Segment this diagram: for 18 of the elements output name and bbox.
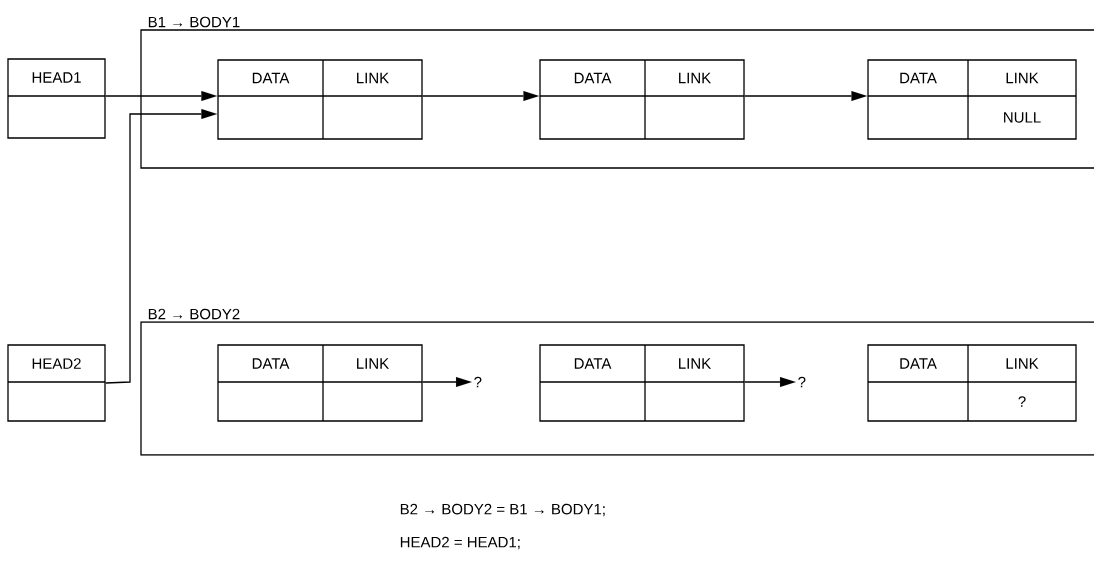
record-box: DATA LINK [217, 344, 423, 422]
pointer-box: HEAD1 [7, 58, 106, 139]
node-text: ? [474, 376, 482, 388]
pointer-box: HEAD2 [7, 344, 106, 422]
arrow [744, 377, 796, 387]
record-box: DATA LINK [217, 59, 423, 140]
record-box: DATA LINK [539, 59, 745, 140]
record-box: DATA LINK [539, 344, 745, 422]
record-box: DATA LINK NULL [867, 59, 1077, 140]
arrow [422, 377, 472, 387]
arrow [744, 91, 868, 101]
arrow [105, 91, 218, 101]
node-text: ? [798, 376, 806, 388]
code-line: HEAD2 = HEAD1; [400, 536, 520, 550]
arrow [422, 91, 540, 101]
record-box: DATA LINK ? [867, 344, 1077, 422]
arrow [105, 109, 218, 384]
code-line: B2 → BODY2 = B1 → BODY1; [400, 503, 605, 517]
